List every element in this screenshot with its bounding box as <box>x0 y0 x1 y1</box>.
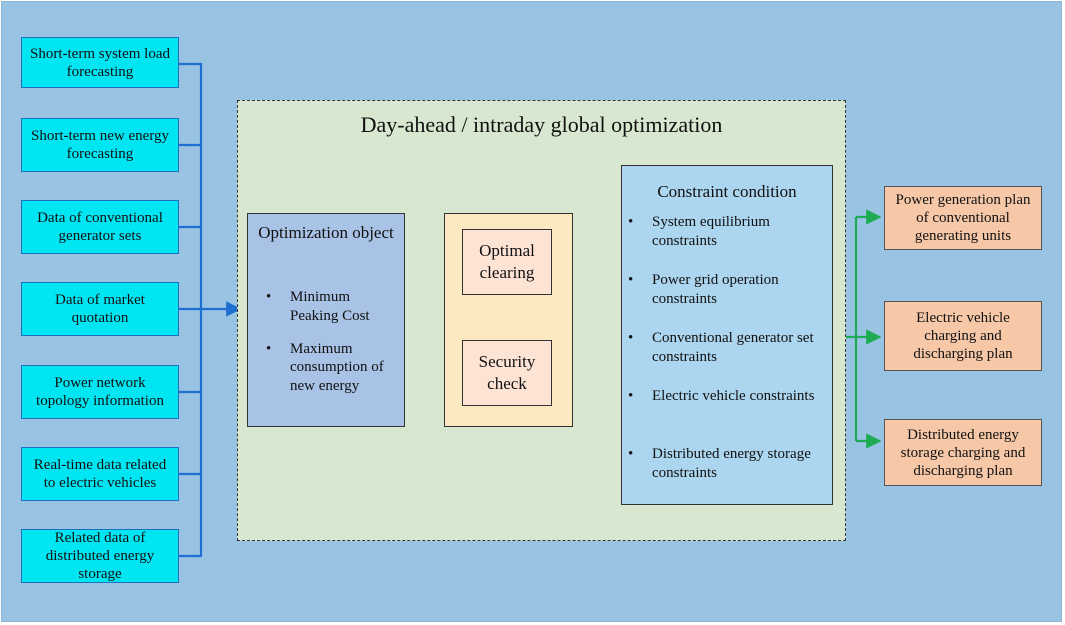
security-check-box: Security check <box>462 340 552 406</box>
optimal-clearing-box: Optimal clearing <box>462 229 552 295</box>
list-item: • Electric vehicle constraints <box>628 387 832 445</box>
input-box-energy-storage: Related data of distributed energy stora… <box>21 529 179 583</box>
list-item-text: Power grid operation constraints <box>652 272 779 307</box>
list-item: • Minimum Peaking Cost <box>266 288 401 326</box>
optimal-clearing-label: Optimal clearing <box>479 240 535 282</box>
optimization-object-title: Optimization object <box>258 223 394 242</box>
list-item-text: Electric vehicle constraints <box>652 388 815 404</box>
bullet-icon: • <box>628 446 634 462</box>
list-item-text: Maximum consumption of new energy <box>290 340 384 395</box>
input-label: Short-term system load forecasting <box>30 45 170 80</box>
input-label: Related data of distributed energy stora… <box>45 530 155 582</box>
input-label: Data of conventional generator sets <box>37 210 163 244</box>
optimization-object-box: Optimization object • Minimum Peaking Cos… <box>247 213 405 427</box>
input-label: Power network topology information <box>36 375 164 409</box>
security-check-label: Security check <box>478 351 536 393</box>
bullet-icon: • <box>628 272 634 288</box>
input-box-network-topology: Power network topology information <box>21 365 179 419</box>
output-box-ev-plan: Electric vehicle charging and dischargin… <box>884 301 1042 371</box>
list-item: • Maximum consumption of new energy <box>266 340 401 396</box>
input-box-electric-vehicles: Real-time data related to electric vehic… <box>21 447 179 501</box>
list-item: • Conventional generator set constraints <box>628 329 832 387</box>
output-label: Distributed energy storage charging and … <box>900 426 1026 479</box>
global-optimization-title: Day-ahead / intraday global optimization <box>360 112 723 137</box>
output-box-storage-plan: Distributed energy storage charging and … <box>884 419 1042 486</box>
list-item-text: Minimum Peaking Cost <box>290 289 370 324</box>
output-label: Electric vehicle charging and dischargin… <box>913 310 1013 362</box>
constraint-condition-box: Constraint condition • System equilibrium… <box>621 165 833 505</box>
optimization-object-list: • Minimum Peaking Cost • Maximum consumpti… <box>266 288 401 410</box>
output-box-generation-plan: Power generation plan of conventional ge… <box>884 186 1042 250</box>
input-box-generator-sets: Data of conventional generator sets <box>21 200 179 254</box>
list-item-text: Conventional generator set constraints <box>652 330 814 365</box>
input-box-energy-forecasting: Short-term new energy forecasting <box>21 118 179 172</box>
list-item: • Distributed energy storage constraints <box>628 445 832 503</box>
constraint-list: • System equilibrium constraints • Power g… <box>628 213 832 503</box>
input-label: Real-time data related to electric vehic… <box>33 457 167 491</box>
input-box-load-forecasting: Short-term system load forecasting <box>21 37 179 88</box>
input-label: Data of market quotation <box>55 292 145 326</box>
input-label: Short-term new energy forecasting <box>30 128 170 162</box>
bullet-icon: • <box>266 340 272 357</box>
input-box-market-quotation: Data of market quotation <box>21 282 179 336</box>
bullet-icon: • <box>628 388 634 404</box>
list-item-text: Distributed energy storage constraints <box>652 446 811 481</box>
bullet-icon: • <box>628 330 634 346</box>
output-label: Power generation plan of conventional ge… <box>895 192 1031 244</box>
bullet-icon: • <box>266 289 272 305</box>
list-item-text: System equilibrium constraints <box>652 214 770 249</box>
constraint-condition-title: Constraint condition <box>657 182 797 201</box>
input-connectors <box>179 62 242 558</box>
list-item: • System equilibrium constraints <box>628 213 832 271</box>
list-item: • Power grid operation constraints <box>628 271 832 329</box>
bullet-icon: • <box>628 214 634 230</box>
